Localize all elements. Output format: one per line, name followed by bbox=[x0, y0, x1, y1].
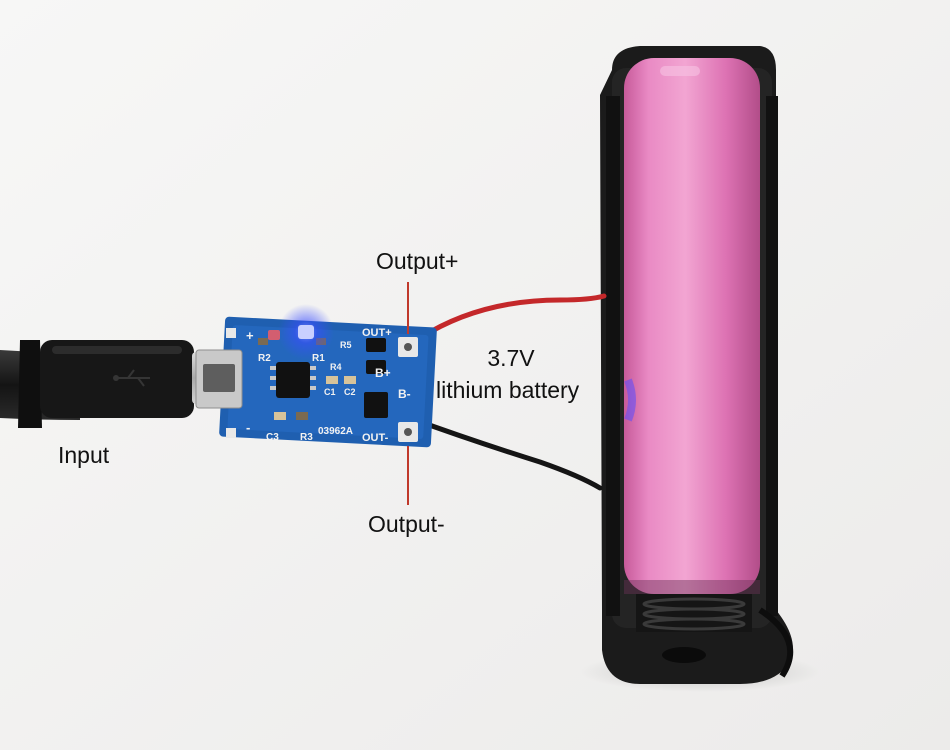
board-text-model: 03962A bbox=[318, 426, 353, 437]
board-components bbox=[258, 338, 388, 420]
output-plus-label: Output+ bbox=[376, 248, 459, 274]
battery-label: lithium battery bbox=[436, 377, 580, 403]
positive-wire bbox=[417, 293, 607, 341]
status-leds bbox=[268, 304, 334, 360]
input-label: Input bbox=[58, 442, 110, 468]
board-text-r5: R5 bbox=[340, 340, 352, 350]
solder-pads bbox=[226, 328, 418, 442]
board-text-r2: R2 bbox=[258, 353, 271, 364]
board-text-plus: + bbox=[246, 328, 254, 343]
board-text-c3: C3 bbox=[266, 432, 279, 443]
lithium-cell bbox=[624, 58, 760, 594]
board-text-c1: C1 bbox=[324, 387, 336, 397]
output-minus-label: Output- bbox=[368, 511, 445, 537]
board-text-r4: R4 bbox=[330, 362, 342, 372]
negative-wire bbox=[407, 415, 603, 491]
usb-cable bbox=[0, 340, 240, 428]
board-silkscreen: OUT+ OUT- B+ B- R2 R1 R3 R4 R5 C1 C2 C3 … bbox=[246, 327, 411, 444]
board-text-b-minus: B- bbox=[398, 387, 411, 401]
board-text-c2: C2 bbox=[344, 387, 356, 397]
board-text-minus: - bbox=[246, 420, 250, 435]
board-text-out-minus: OUT- bbox=[362, 432, 389, 444]
voltage-label: 3.7V bbox=[487, 345, 535, 371]
battery-spring bbox=[636, 594, 752, 663]
board-text-r3: R3 bbox=[300, 432, 313, 443]
board-text-b-plus: B+ bbox=[375, 366, 391, 380]
board-text-out-plus: OUT+ bbox=[362, 327, 392, 339]
usb-logo-icon bbox=[113, 369, 150, 387]
board-text-r1: R1 bbox=[312, 353, 325, 364]
